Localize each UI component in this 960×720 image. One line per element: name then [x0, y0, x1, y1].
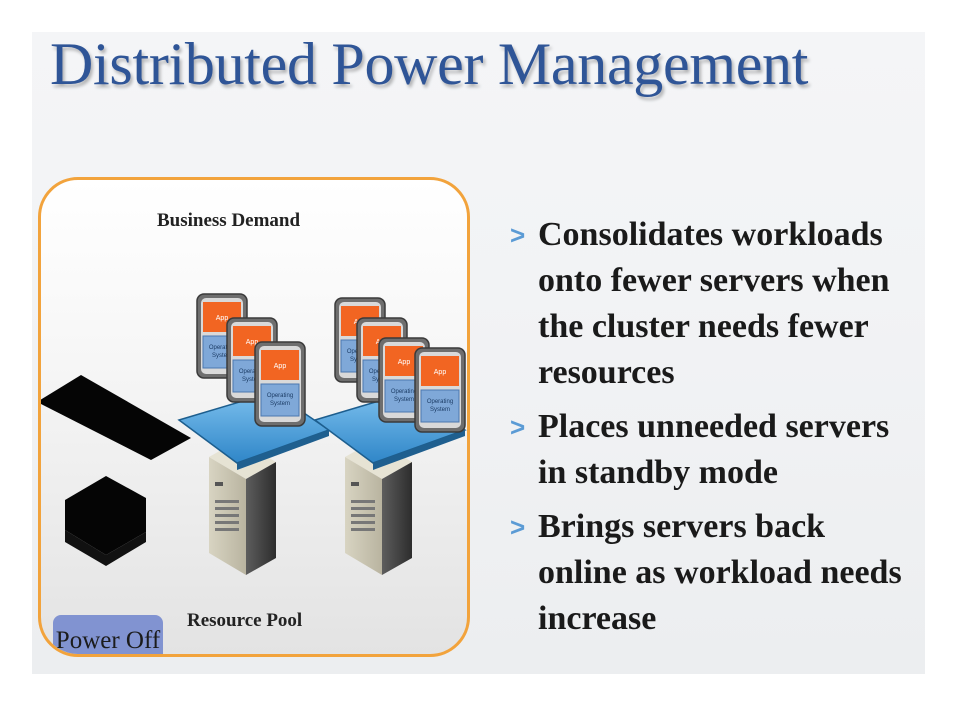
- vm-app-label: App: [434, 369, 447, 376]
- bullet-item-consolidate: > Consolidates workloads onto fewer serv…: [510, 212, 920, 396]
- vm-os-label: System: [270, 401, 290, 407]
- virtual-machines: AppOperatingSystemAppOperatingSystemAppO…: [196, 293, 466, 433]
- vm-app-label: App: [216, 315, 229, 322]
- bullet-list: > Consolidates workloads onto fewer serv…: [510, 212, 920, 650]
- bullet-text: Places unneeded servers in standby mode: [538, 408, 890, 491]
- bullet-text: Consolidates workloads onto fewer server…: [538, 216, 890, 391]
- bullet-arrow-icon: >: [510, 412, 526, 442]
- slide: Distributed Power Management: [32, 32, 925, 674]
- bullet-item-online: > Brings servers back online as workload…: [510, 504, 920, 642]
- vm-os-label: Operating: [267, 393, 293, 399]
- bullet-arrow-icon: >: [510, 220, 526, 250]
- bullet-text: Brings servers back online as workload n…: [538, 508, 902, 637]
- bullet-arrow-icon: >: [510, 512, 526, 542]
- powered-off-server-icon: [41, 375, 191, 566]
- vm-os-label: Operating: [391, 389, 417, 395]
- vm-os-label: Operating: [209, 345, 235, 351]
- slide-title: Distributed Power Management: [50, 32, 809, 97]
- vm-app-label: App: [274, 363, 287, 370]
- business-demand-label: Business Demand: [157, 210, 301, 231]
- bullet-item-standby: > Places unneeded servers in standby mod…: [510, 404, 920, 496]
- vm-os-label: System: [394, 397, 414, 403]
- power-off-button[interactable]: Power Off: [53, 615, 163, 654]
- resource-pool-label: Resource Pool: [187, 610, 303, 631]
- vm-os-label: System: [212, 353, 232, 359]
- vm-os-label: Operating: [427, 399, 453, 405]
- mouse-cursor-icon: [143, 654, 157, 657]
- vm-os-label: System: [242, 377, 262, 383]
- vm-os-label: System: [430, 407, 450, 413]
- vm-app-label: App: [246, 339, 259, 346]
- diagram-graphics: AppOperatingSystemAppOperatingSystemAppO…: [41, 293, 467, 575]
- vm-os-label: Operating: [239, 369, 265, 375]
- vm-app-label: App: [398, 359, 411, 366]
